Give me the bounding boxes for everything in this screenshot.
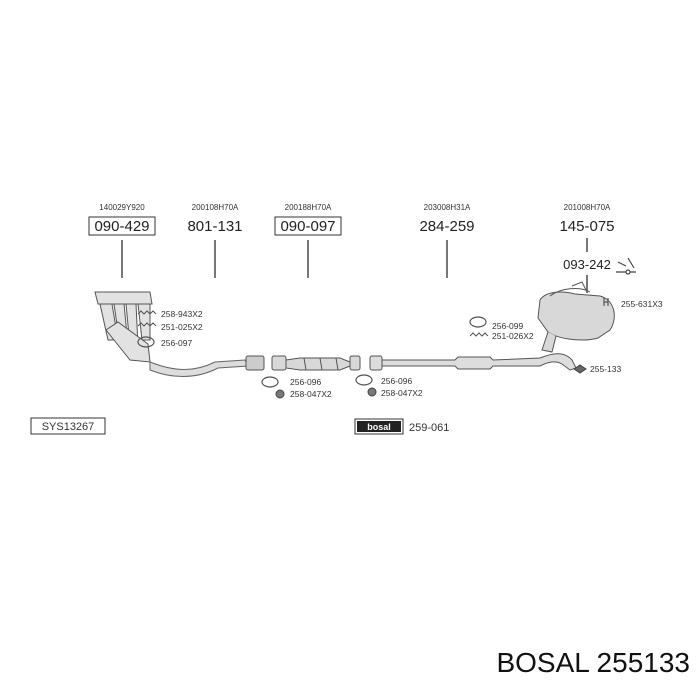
spring-icon — [469, 332, 489, 337]
part-code-4: 203008H31A — [424, 203, 471, 212]
fitting-label-e1: 255-631X3 — [621, 299, 663, 309]
fitting-label-d1: 256-099 — [492, 321, 523, 331]
part-number-1[interactable]: 090-429 — [94, 218, 149, 235]
clamp-icon — [603, 298, 609, 306]
fitting-label-b2: 258-047X2 — [290, 389, 332, 399]
footer-part-title: BOSAL 255133 — [496, 647, 690, 678]
rubber-mount-icon — [573, 364, 587, 374]
centre-pipe — [369, 353, 577, 371]
fitting-label-a1: 258-943X2 — [161, 309, 203, 319]
fitting-label-e2: 255-133 — [590, 364, 621, 374]
fitting-label-a2: 251-025X2 — [161, 322, 203, 332]
part-code-3: 200188H70A — [285, 203, 332, 212]
gasket-icon — [261, 376, 279, 388]
flange-icon — [245, 355, 265, 371]
hanger-icon — [616, 257, 636, 275]
fitting-label-b1: 256-096 — [290, 377, 321, 387]
part-number-3[interactable]: 090-097 — [280, 218, 335, 235]
part-number-5[interactable]: 145-075 — [559, 218, 614, 235]
rear-muffler-icon — [537, 281, 615, 353]
gasket-icon — [137, 336, 155, 348]
part-code-2: 200108H70A — [192, 203, 239, 212]
part-code-1: 140029Y920 — [99, 203, 145, 212]
part-number-2[interactable]: 801-131 — [187, 218, 242, 235]
fitting-label-c2: 258-047X2 — [381, 388, 423, 398]
bosal-tag-text: bosal — [367, 422, 391, 432]
exhaust-manifold-icon — [94, 291, 153, 363]
front-pipe — [149, 359, 249, 377]
part-code-5: 201008H70A — [564, 203, 611, 212]
nut-icon — [275, 389, 285, 399]
system-id-box — [30, 417, 106, 435]
gasket-icon — [355, 374, 373, 386]
fitting-label-a3: 256-097 — [161, 338, 192, 348]
gasket-icon — [469, 316, 487, 328]
part-number-extra[interactable]: 093-242 — [563, 257, 611, 272]
bosal-tag-icon: bosal — [354, 418, 404, 435]
nut-icon — [367, 387, 377, 397]
part-number-1-box — [88, 216, 156, 236]
spring-icon — [137, 310, 157, 327]
fitting-label-d2: 251-026X2 — [492, 331, 534, 341]
fitting-label-c1: 256-096 — [381, 376, 412, 386]
part-number-4[interactable]: 284-259 — [419, 218, 474, 235]
system-id[interactable]: SYS13267 — [42, 421, 95, 433]
catalyst-icon — [271, 355, 361, 371]
bosal-tag-part: 259-061 — [409, 422, 449, 434]
part-number-3-box — [274, 216, 342, 236]
